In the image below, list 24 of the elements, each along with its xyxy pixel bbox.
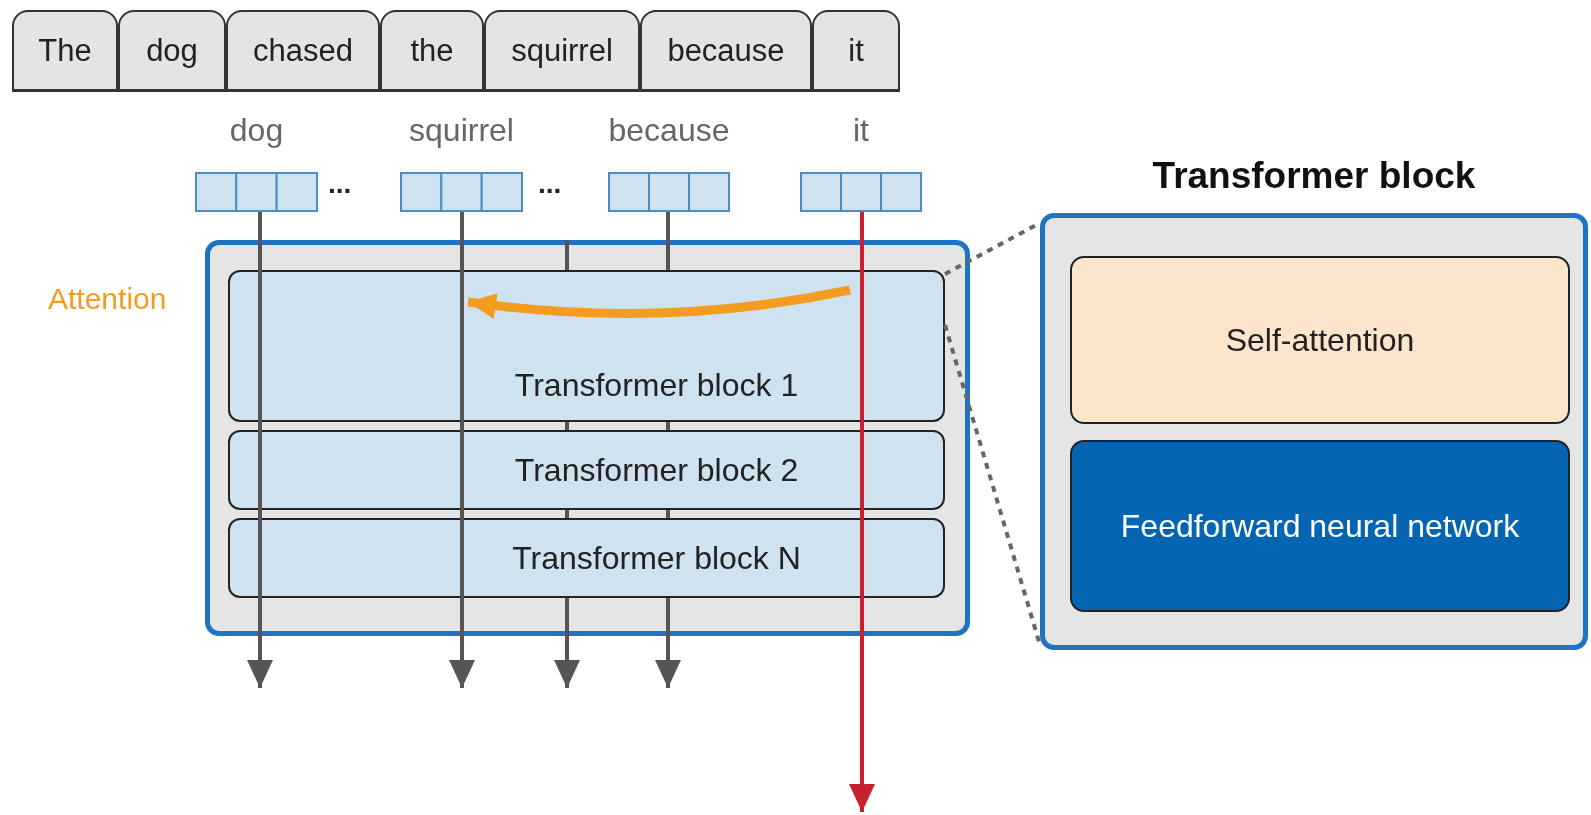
token-label: it <box>852 112 870 149</box>
ellipsis: ... <box>328 168 352 200</box>
transformer-block: Transformer block N <box>228 518 945 598</box>
transformer-block: Transformer block 2 <box>228 430 945 510</box>
arrow <box>247 212 273 688</box>
stack-container <box>205 240 970 636</box>
token-label: squirrel <box>408 112 515 149</box>
ellipsis: ... <box>538 168 562 200</box>
arrow <box>849 212 875 812</box>
token-tab: The <box>12 10 118 92</box>
token-label: dog <box>228 112 285 149</box>
token-tab: it <box>812 10 900 92</box>
token-tab: because <box>640 10 812 92</box>
transformer-block: Transformer block 1 <box>228 270 945 422</box>
annotation-label: Attention <box>48 282 167 316</box>
self-attention-box: Self-attention <box>1070 256 1570 424</box>
token-tab: the <box>380 10 484 92</box>
token-label: because <box>607 112 731 149</box>
token-tab: chased <box>226 10 380 92</box>
token-tab: squirrel <box>484 10 640 92</box>
panel-heading: Transformer block <box>1151 155 1477 197</box>
token-tab: dog <box>118 10 226 92</box>
arrow <box>449 212 475 688</box>
feedforward-box: Feedforward neural network <box>1070 440 1570 612</box>
